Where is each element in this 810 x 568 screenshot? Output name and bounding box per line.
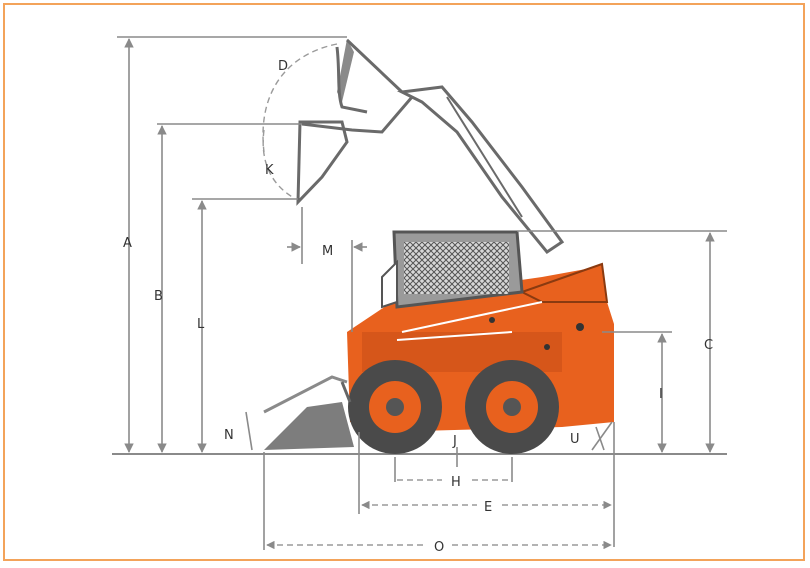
label-k: K [265, 163, 274, 178]
rear-tire [465, 360, 559, 454]
label-b: B [154, 289, 163, 304]
label-m: M [322, 244, 333, 259]
label-u: U [570, 432, 580, 447]
label-o: O [434, 540, 444, 555]
label-a: A [123, 236, 132, 251]
raised-lift-arm [396, 85, 565, 255]
label-i: I [659, 387, 663, 402]
label-n: N [224, 428, 234, 443]
label-d: D [278, 59, 288, 74]
label-h: H [451, 475, 461, 490]
front-tire [348, 360, 442, 454]
operator-cab [381, 230, 524, 309]
ground-bucket [263, 375, 354, 450]
raised-bucket [296, 38, 433, 206]
skid-steer-diagram: A B L D K M C I N U J H E O [112, 36, 727, 555]
label-j: J [452, 434, 457, 449]
label-l: L [197, 317, 205, 332]
label-c: C [704, 338, 713, 353]
label-e: E [484, 500, 492, 515]
diagram-frame: A B L D K M C I N U J H E O [3, 3, 805, 561]
